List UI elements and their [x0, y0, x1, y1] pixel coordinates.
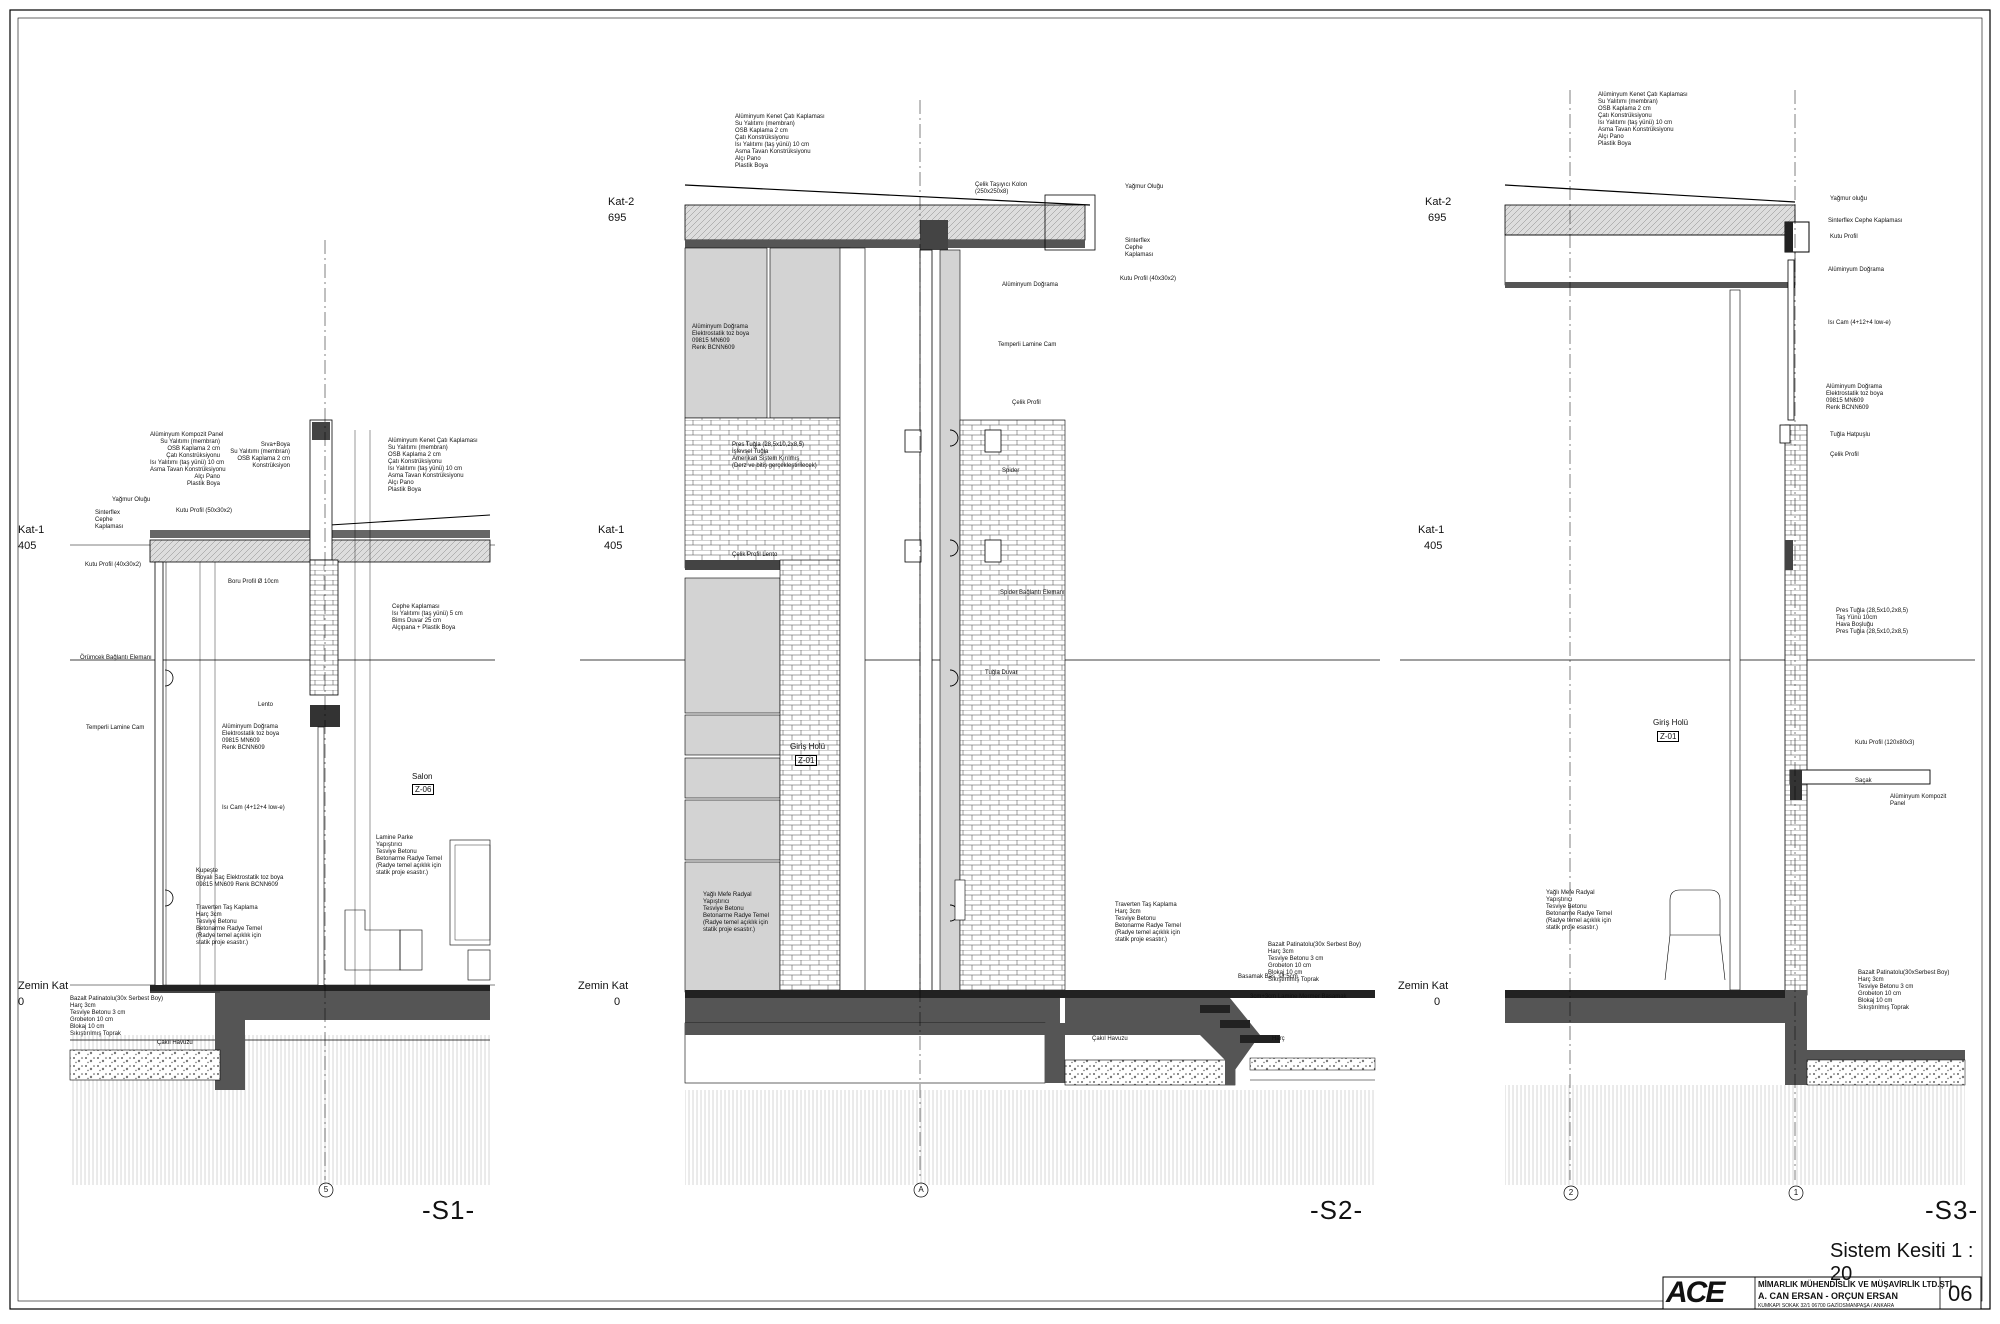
level-value: 405 [604, 540, 623, 552]
annotation-note: Cephe Kaplaması Isı Yalıtımı (taş yünü) … [392, 604, 463, 631]
annotation-note: Sinterflex Cephe Kaplaması [1125, 238, 1154, 258]
company-name: MİMARLIK MÜHENDİSLİK VE MÜŞAVİRLİK LTD.Ş… [1758, 1280, 1955, 1289]
axis-label: 1 [1793, 1188, 1799, 1197]
annotation-note: Örümcek Bağlantı Elemanı [80, 655, 152, 661]
level-name: Kat-1 [1418, 524, 1445, 536]
annotation-note: Yağmur Oluğu [1125, 184, 1164, 190]
annotation-note: Sıva+Boya Su Yalıtımı (membran) OSB Kapl… [230, 442, 290, 469]
room-code: Z-01 [795, 755, 818, 766]
annotation-note: Alüminyum Doğrama [1828, 267, 1885, 273]
section-s2 [580, 100, 1380, 1198]
annotation-note: Bazalt Patinatolu(30x Serbest Boy) Harç … [70, 996, 164, 1037]
annotation-note: Alüminyum Kompozit Panel Su Yalıtımı (me… [150, 432, 226, 487]
level-value: 0 [18, 996, 25, 1008]
section-s3 [1400, 90, 1975, 1201]
title-block [1662, 1276, 1982, 1310]
annotation-note: Alüminyum Kenet Çatı Kaplaması Su Yalıtı… [388, 438, 478, 493]
annotation-note: Alüminyum Doğrama [1002, 282, 1059, 288]
annotation-note: Kutu Profil (40x30x2) [1120, 276, 1177, 282]
level-value: 405 [18, 540, 37, 552]
annotation-note: Saçak [1855, 778, 1872, 784]
room-name: Salon [412, 772, 433, 781]
annotation-note: Çelik Profil [1012, 400, 1041, 406]
axis-label: A [918, 1185, 924, 1194]
annotation-note: Tuğla Duvar [985, 670, 1018, 676]
annotation-note: Temperli Lamine Cam [998, 342, 1057, 348]
annotation-note: Pres Tuğla (28,5x10,2x8,5) İşlevsel Tuğl… [732, 442, 817, 469]
company-logo: ACE [1666, 1276, 1725, 1309]
level-name: Zemin Kat [18, 980, 69, 992]
sheet-title: Sistem Kesiti 1 : 20 [1830, 1240, 1974, 1285]
annotation-note: Alüminyum Doğrama Elektrostatik toz boya… [1826, 384, 1884, 411]
level-name: Kat-2 [1425, 196, 1452, 208]
annotation-note: Çelik Profil [1830, 452, 1859, 458]
annotation-note: Yağlı Mefe Radyal Yapıştırıcı Tesviye Be… [1546, 890, 1612, 931]
level-name: Kat-2 [608, 196, 635, 208]
annotation-note: Kutu Profil [1830, 234, 1858, 240]
annotation-note: Kutu Profil (120x80x3) [1855, 740, 1915, 746]
annotation-note: Yağmur Oluğu [112, 497, 151, 503]
annotation-note: Çakıl Havuzu [1092, 1036, 1128, 1042]
sheet-number: 06 [1948, 1281, 1973, 1306]
room-name: Giriş Holü [1653, 718, 1689, 727]
annotation-note: Pres Tuğla (28,5x10,2x8,5) Taş Yünü 10cm… [1836, 608, 1909, 635]
annotation-note: Çelik Taşıyıcı Kolon (250x250x8) [975, 182, 1028, 195]
annotation-note: Alüminyum Doğrama Elektrostatik toz boya… [692, 324, 750, 351]
level-value: 0 [1434, 996, 1441, 1008]
annotation-note: Alüminyum Kompozit Panel [1890, 794, 1947, 807]
annotation-note: Alüminyum Kenet Çatı Kaplaması Su Yalıtı… [735, 114, 825, 169]
annotation-note: Çakıl Havuzu [157, 1040, 193, 1046]
annotation-note: Isı Cam (4+12+4 low-e) [222, 805, 285, 811]
annotation-note: Tuğla Hatpuşlu [1830, 432, 1871, 438]
axis-label: 5 [323, 1185, 329, 1194]
annotation-note: Lento [258, 702, 274, 708]
annotation-note: Travertеn Taş Kaplama Harç 3cm Tesviye B… [196, 905, 262, 946]
annotation-note: Sinterflex Cephe Kaplaması [1828, 218, 1903, 224]
annotation-note: Isı Cam (4+12+4 low-e) [1828, 320, 1891, 326]
annotation-note: Travertеn Taş Kaplama Harç 3cm Tesviye B… [1115, 902, 1181, 943]
annotation-note: Alüminyum Doğrama Elektrostatik toz boya… [222, 724, 280, 751]
annotation-note: Yağmur oluğu [1830, 196, 1867, 202]
room-name: Giriş Holü [790, 742, 826, 751]
room-code: Z-01 [1657, 731, 1680, 742]
annotation-note: Spider Bağlantı Elemanı [1000, 590, 1065, 596]
level-value: 695 [1428, 212, 1447, 224]
level-name: Zemin Kat [1398, 980, 1449, 992]
annotation-note: Çelik Profil Lento [732, 552, 778, 558]
level-value: 405 [1424, 540, 1443, 552]
annotation-note: Yağlı Mefe Radyal Yapıştırıcı Tesviye Be… [703, 892, 769, 933]
annotation-note: Kutu Profil (50x30x2) [176, 508, 233, 514]
annotation-note: Basamak Bas. s/t:5cm [1238, 974, 1298, 980]
level-value: 0 [614, 996, 621, 1008]
section-label: -S2- [1310, 1195, 1364, 1225]
level-name: Kat-1 [598, 524, 625, 536]
annotation-note: Kutu Profil (40x30x2) [85, 562, 142, 568]
section-label: -S3- [1925, 1195, 1979, 1225]
section-s1 [69, 240, 495, 1198]
annotation-note: Alüminyum Kenet Çatı Kaplaması Su Yalıtı… [1598, 92, 1688, 147]
company-address: KUMKAPI SOKAK 32/1 06700 GAZİOSMANPAŞA /… [1758, 1303, 1895, 1309]
company-partners: A. CAN ERSAN - ORÇUN ERSAN [1758, 1291, 1899, 1301]
annotation-note: Temperli Lamine Cam [86, 725, 145, 731]
annotation-note: Boru Profil Ø 10cm [228, 579, 279, 585]
axis-label: 2 [1568, 1188, 1574, 1197]
annotation-note: Sinterflex Cephe Kaplaması [95, 510, 124, 530]
annotation-note: Spider [1002, 468, 1020, 474]
annotation-note: 3cm+3cm Lamine Mermer Basamak [1250, 994, 1347, 1000]
level-value: 695 [608, 212, 627, 224]
annotation-note: Kupeşte Boyalı Saç Elektrostatik toz boy… [196, 868, 284, 888]
annotation-note: Bazalt Patinatolu(30x Serbest Boy) Harç … [1268, 942, 1362, 983]
annotation-note: Bazalt Patinatolu(30xSerbest Boy) Harç 3… [1858, 970, 1950, 1011]
level-name: Zemin Kat [578, 980, 629, 992]
section-label: -S1- [422, 1195, 476, 1225]
level-name: Kat-1 [18, 524, 45, 536]
annotation-note: Laminе Parke Yapıştırıcı Tesviye Betonu … [376, 835, 442, 876]
annotation-note: Harç [1272, 1036, 1285, 1042]
room-code: Z-06 [412, 784, 435, 795]
